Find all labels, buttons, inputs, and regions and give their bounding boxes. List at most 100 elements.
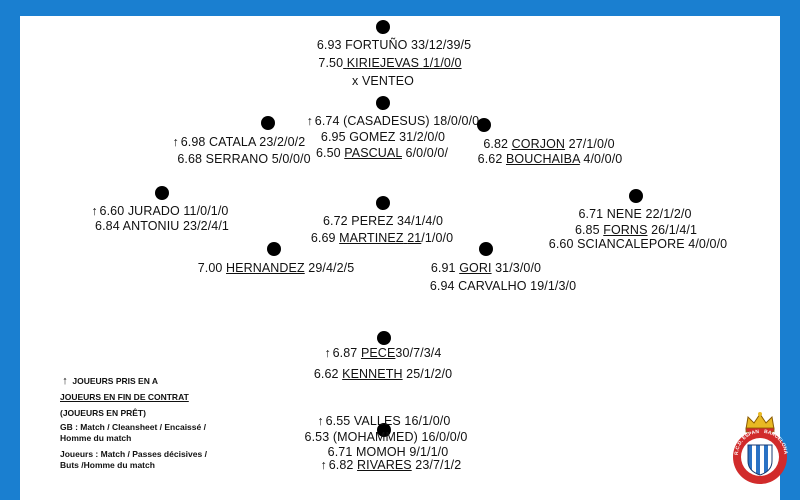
- player-pece: ↑6.87 PECE30/7/3/4: [323, 346, 442, 361]
- player-stats: 34/1/4/0: [397, 214, 444, 228]
- legend-loan-out: (JOUEURS EN PRÊT): [60, 408, 146, 418]
- player-name: MARTINEZ: [339, 231, 404, 245]
- legend-pl-line2: Buts /Homme du match: [60, 460, 155, 470]
- player-casadesus: ↑6.74 (CASADESUS) 18/0/0/0: [305, 114, 479, 129]
- player-carvalho: 6.94 CARVALHO 19/1/3/0: [430, 279, 576, 294]
- player-corjon: 6.82 CORJON 27/1/0/0: [483, 137, 614, 152]
- player-rivares: ↑6.82 RIVARES 23/7/1/2: [319, 458, 462, 473]
- player-stats: 1/1/0/0: [422, 56, 462, 70]
- player-name: FORTUÑO: [345, 38, 408, 52]
- player-valles: ↑6.55 VALLES 16/1/0/0: [316, 414, 451, 429]
- player-stats: 4/0/0/0: [688, 237, 728, 251]
- player-gori: 6.91 GORI 31/3/0/0: [431, 261, 541, 276]
- player-venteo: x VENTEO: [352, 74, 414, 89]
- legend-loan-in-text: JOUEURS PRIS EN A: [72, 376, 159, 386]
- player-rating: 6.74: [314, 114, 340, 128]
- player-name: NENE: [606, 207, 642, 221]
- player-marker-am: [377, 331, 391, 345]
- player-rating: 6.53: [304, 430, 330, 444]
- player-rating: 6.55: [325, 414, 351, 428]
- player-stats: 27/1/0/0: [568, 137, 615, 151]
- player-prefix: x: [352, 74, 359, 88]
- player-name: CORJON: [511, 137, 566, 151]
- player-hernandez: 7.00 HERNANDEZ 29/4/2/5: [198, 261, 355, 276]
- player-stats: 25/1/2/0: [406, 367, 453, 381]
- player-rating: 6.98: [180, 135, 206, 149]
- player-kenneth: 6.62 KENNETH 25/1/2/0: [314, 367, 452, 382]
- player-name: KIRIEJEVAS: [346, 56, 420, 70]
- player-stats: /1/0/0: [421, 231, 454, 245]
- player-rating: 6.50: [315, 146, 341, 160]
- player-stats: 16/1/0/0: [404, 414, 451, 428]
- player-stats: 29/4/2/5: [308, 261, 355, 275]
- player-rating: 6.87: [332, 346, 358, 360]
- player-name: HERNANDEZ: [226, 261, 305, 275]
- player-name: ANTONIU: [122, 219, 180, 233]
- player-name: SERRANO: [205, 152, 269, 166]
- player-rating: 6.68: [177, 152, 203, 166]
- player-name: CATALA: [209, 135, 256, 149]
- player-stats: 23/2/0/2: [259, 135, 306, 149]
- player-rating: 6.93: [316, 38, 342, 52]
- club-crest-logo: R.C.D. ESPANYOL BARCELONA: [728, 409, 788, 484]
- player-name: GORI: [459, 261, 492, 275]
- player-stats: 23/2/4/1: [182, 219, 229, 233]
- player-name: JURADO: [127, 204, 180, 218]
- player-rating: 6.62: [313, 367, 339, 381]
- player-name: MOMOH: [355, 445, 406, 459]
- player-stats: 30/7/3/4: [395, 346, 442, 360]
- player-rating: 6.71: [578, 207, 604, 221]
- player-name: CARVALHO: [458, 279, 527, 293]
- player-stats: 23/7/1/2: [415, 458, 462, 472]
- player-marker-rwb: [629, 189, 643, 203]
- player-stats: 6/0/0/0/: [405, 146, 449, 160]
- arrow-up-icon: ↑: [306, 114, 313, 128]
- player-kiriejevas: 7.50 KIRIEJEVAS 1/1/0/0: [318, 56, 461, 71]
- crown-icon: [745, 412, 775, 433]
- player-rating: 6.71: [327, 445, 353, 459]
- arrow-up-icon: ↑: [62, 375, 68, 387]
- player-name: VENTEO: [361, 74, 414, 88]
- player-name: KENNETH: [342, 367, 403, 381]
- player-nene: 6.71 NENE 22/1/2/0: [578, 207, 691, 222]
- player-marker-lcb: [261, 116, 275, 130]
- formation-board: 6.93 FORTUÑO 33/12/39/5 7.50 KIRIEJEVAS …: [20, 16, 780, 500]
- player-forns: 6.85 FORNS 26/1/4/1: [575, 223, 697, 238]
- player-name: SCIANCALEPORE: [577, 237, 685, 251]
- player-rating: 6.82: [328, 458, 354, 472]
- player-catala: ↑6.98 CATALA 23/2/0/2: [171, 135, 306, 150]
- player-jurado: ↑6.60 JURADO 11/0/1/0: [90, 204, 229, 219]
- player-gomez: 6.95 GOMEZ 31/2/0/0: [321, 130, 445, 145]
- player-stats: 31/3/0/0: [495, 261, 542, 275]
- player-marker-st: [377, 423, 391, 437]
- player-rating: 6.60: [548, 237, 574, 251]
- player-stats: 16/0/0/0: [421, 430, 468, 444]
- player-name: BOUCHAIBA: [505, 152, 580, 166]
- arrow-up-icon: ↑: [317, 414, 324, 428]
- player-stats: 19/1/3/0: [530, 279, 577, 293]
- player-stats: 11/0/1/0: [183, 204, 229, 218]
- player-fortuno: 6.93 FORTUÑO 33/12/39/5: [317, 38, 471, 53]
- player-stats: 18/0/0/0: [433, 114, 480, 128]
- player-martinez: 6.69 MARTINEZ 21/1/0/0: [311, 231, 453, 246]
- legend: ↑ JOUEURS PRIS EN A JOUEURS EN FIN DE CO…: [60, 376, 207, 471]
- player-name: (MOHAMMED): [332, 430, 418, 444]
- arrow-up-icon: ↑: [320, 458, 327, 472]
- player-stats: 21: [407, 231, 422, 245]
- player-name: GOMEZ: [349, 130, 396, 144]
- player-marker-rcb: [477, 118, 491, 132]
- player-name: RIVARES: [357, 458, 412, 472]
- player-stats: 26/1/4/1: [651, 223, 698, 237]
- legend-gk-line1: GB : Match / Cleansheet / Encaissé /: [60, 422, 206, 432]
- player-marker-rm: [479, 242, 493, 256]
- player-name: (CASADESUS): [343, 114, 430, 128]
- player-bouchaiba: 6.62 BOUCHAIBA 4/0/0/0: [478, 152, 623, 167]
- player-momoh: 6.71 MOMOH 9/1/1/0: [328, 445, 449, 460]
- player-stats: 9/1/1/0: [409, 445, 449, 459]
- player-name: VALLES: [353, 414, 401, 428]
- player-perez: 6.72 PEREZ 34/1/4/0: [323, 214, 443, 229]
- player-rating: 7.50: [318, 56, 344, 70]
- player-rating: 6.94: [429, 279, 455, 293]
- player-name: PASCUAL: [344, 146, 402, 160]
- player-name: PEREZ: [351, 214, 394, 228]
